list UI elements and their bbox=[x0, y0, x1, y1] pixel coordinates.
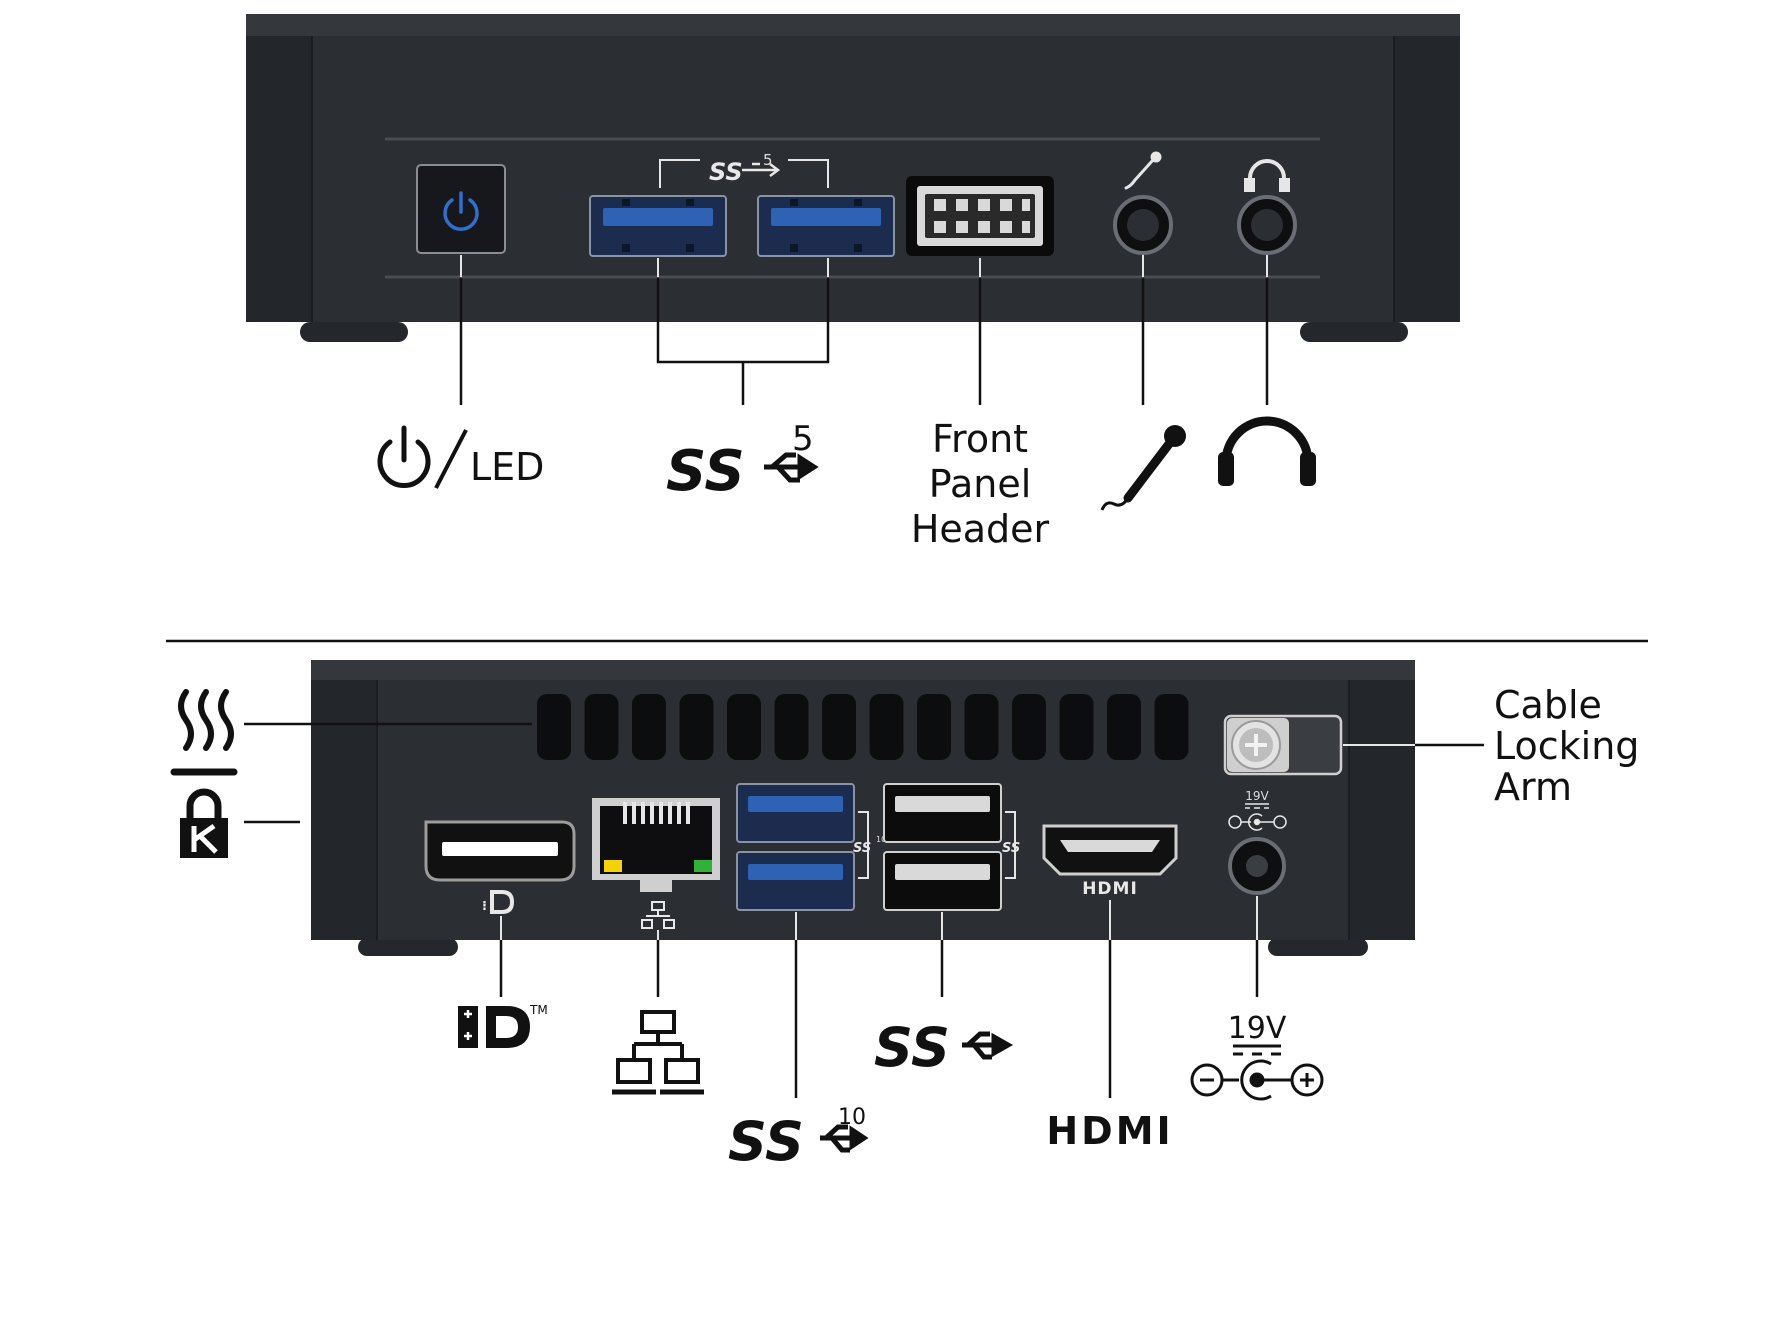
vent-slot bbox=[1154, 694, 1189, 760]
front-leader-lines bbox=[459, 255, 1269, 405]
rear-usb-lower bbox=[883, 851, 1002, 911]
rear-dc-jack: 19V bbox=[1228, 789, 1287, 895]
usb-label-ss: SS bbox=[874, 1016, 950, 1079]
power-icon bbox=[377, 425, 431, 488]
front-usb-label-ss: SS bbox=[666, 439, 745, 504]
rear-hdmi-port: HDMI bbox=[1042, 824, 1178, 899]
rear-displayport: ⁝ bbox=[424, 820, 576, 914]
svg-text:⁝: ⁝ bbox=[482, 899, 487, 914]
rear-usb-10-mark: SS 10 bbox=[853, 811, 886, 879]
rear-usb-mark: SS bbox=[1002, 811, 1020, 879]
cable-locking-arm-label-line-2: Locking bbox=[1494, 724, 1639, 768]
vent-slot bbox=[917, 694, 951, 760]
rear-usb-10-upper bbox=[736, 783, 855, 843]
rear-view: ⁝ bbox=[170, 660, 1639, 1173]
vent-slot bbox=[1059, 694, 1094, 760]
rear-usb-mark-ss: SS bbox=[1002, 841, 1020, 856]
vent-slot bbox=[822, 694, 856, 760]
dc-voltage-label-text: 19V bbox=[1228, 1011, 1287, 1046]
front-usb-bracket: SS 5 bbox=[659, 151, 829, 188]
usb-10-label-ss: SS bbox=[728, 1110, 804, 1173]
rear-usb-upper bbox=[883, 783, 1002, 843]
front-usb-bracket-ss: SS bbox=[709, 158, 743, 186]
front-panel-header-connector bbox=[906, 176, 1054, 256]
front-usb-label: SS 5 bbox=[666, 419, 819, 504]
microphone-icon bbox=[1100, 425, 1186, 511]
rear-vents bbox=[537, 694, 1189, 760]
vent-slot bbox=[537, 694, 571, 760]
front-usb-port-2 bbox=[757, 195, 895, 257]
front-panel-header-label: Front Panel Header bbox=[911, 417, 1050, 551]
power-led-label-text: LED bbox=[470, 445, 544, 489]
front-panel-header-label-line-3: Header bbox=[911, 507, 1050, 551]
front-panel-header-label-line-1: Front bbox=[932, 417, 1028, 461]
front-panel-header-label-line-2: Panel bbox=[929, 462, 1032, 506]
usb-10-label: SS 10 bbox=[728, 1105, 869, 1173]
hdmi-label: HDMI bbox=[1046, 1109, 1173, 1153]
vent-slot bbox=[584, 694, 619, 760]
vent-slot bbox=[1107, 694, 1141, 760]
rear-hdmi-port-mark: HDMI bbox=[1082, 879, 1138, 899]
vent-slot bbox=[774, 694, 809, 760]
vent-slot bbox=[679, 694, 714, 760]
cable-locking-arm-label-line-1: Cable bbox=[1494, 683, 1602, 727]
usb-10-trident-icon bbox=[820, 1124, 869, 1153]
front-headphone-jack bbox=[1237, 159, 1297, 255]
rear-usb-10-lower bbox=[736, 851, 855, 911]
vent-slot bbox=[1012, 694, 1046, 760]
power-led-icon bbox=[443, 191, 479, 231]
vent-slot bbox=[632, 694, 666, 760]
headphones-icon bbox=[1218, 416, 1316, 486]
dc-voltage-label: 19V bbox=[1190, 1011, 1324, 1101]
vent-slot bbox=[727, 694, 761, 760]
usb-label: SS bbox=[874, 1016, 1014, 1079]
front-mic-jack bbox=[1113, 151, 1173, 255]
cable-locking-arm-label-line-3: Arm bbox=[1494, 765, 1572, 809]
front-power-button bbox=[416, 164, 506, 254]
dc-polarity-small-icon bbox=[1228, 803, 1287, 831]
rear-usb-10-mark-superscript: 10 bbox=[876, 835, 886, 844]
front-usb-bracket-trident-icon bbox=[742, 162, 781, 177]
rear-usb-10-mark-ss: SS bbox=[853, 841, 871, 856]
headphones-small-icon bbox=[1244, 159, 1290, 192]
heat-vent-icon bbox=[170, 689, 238, 776]
usb-trident-icon bbox=[962, 1031, 1014, 1060]
dc-polarity-icon bbox=[1190, 1044, 1324, 1101]
usb-superspeed-icon bbox=[764, 452, 819, 483]
mic-small-icon bbox=[1124, 151, 1162, 190]
front-view: SS 5 bbox=[246, 14, 1460, 551]
vent-slot bbox=[869, 694, 904, 760]
kensington-lock-icon bbox=[180, 788, 228, 858]
rear-ethernet-port bbox=[592, 798, 720, 929]
ethernet-network-icon bbox=[612, 1010, 704, 1095]
displayport-icon: TM bbox=[458, 1003, 548, 1048]
cable-locking-arm bbox=[1223, 714, 1343, 776]
cable-locking-arm-label: Cable Locking Arm bbox=[1494, 683, 1639, 809]
rear-dc-jack-voltage: 19V bbox=[1245, 789, 1269, 803]
displayport-trademark: TM bbox=[529, 1003, 548, 1017]
displayport-small-icon: ⁝ bbox=[482, 890, 515, 914]
front-usb-bracket-superscript: 5 bbox=[763, 151, 773, 169]
ethernet-small-icon bbox=[641, 901, 675, 929]
rear-leader-lines bbox=[244, 722, 1484, 1098]
power-led-label: LED bbox=[377, 425, 544, 489]
vent-slot bbox=[964, 694, 999, 760]
front-usb-label-superscript: 5 bbox=[792, 419, 814, 459]
front-usb-port-1 bbox=[589, 195, 727, 257]
